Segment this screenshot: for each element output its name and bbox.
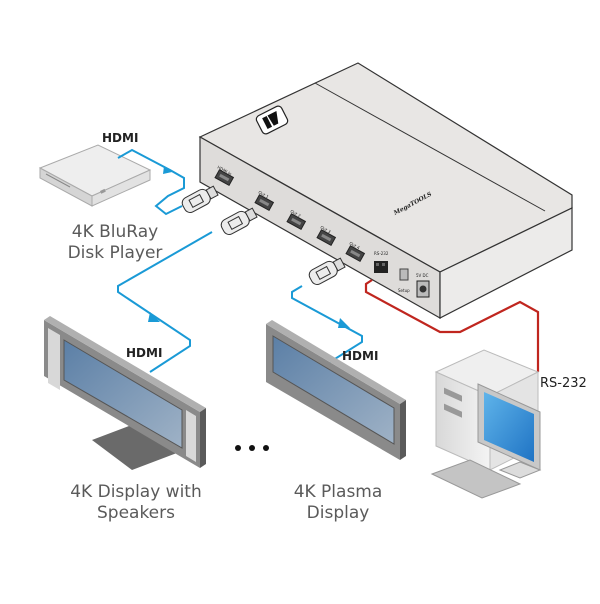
label-display1-line2: Speakers — [96, 503, 175, 523]
unit-top-seam — [314, 82, 546, 212]
label-bluray-line1: 4K BluRay — [71, 222, 159, 242]
central-unit: MegaTOOLS HDMI In Out 1 Ou — [198, 62, 573, 320]
pc-screen — [484, 392, 534, 462]
port-out-2 — [286, 213, 307, 231]
display-with-speakers — [44, 316, 206, 470]
label-display1-line1: 4K Display with — [70, 482, 202, 502]
unit-side-face — [439, 207, 573, 319]
label-bluray-line2: Disk Player — [67, 243, 163, 263]
setup-switch[interactable] — [399, 268, 409, 281]
port-out-3 — [316, 229, 337, 247]
port-out-1 — [254, 194, 275, 212]
label-display2-line2: Display — [306, 503, 370, 523]
label-display2: 4K Plasma Display — [278, 482, 398, 524]
hdmi-plug-out1 — [220, 207, 258, 235]
hdmi-plug-in — [181, 185, 219, 213]
port-label-5vdc: 5V DC — [416, 273, 429, 278]
port-hdmi-in — [214, 169, 235, 187]
label-bluray: 4K BluRay Disk Player — [50, 222, 180, 264]
kramer-logo-icon — [255, 105, 289, 135]
port-label-setup: Setup — [398, 288, 410, 293]
plasma-display — [266, 320, 406, 460]
cable-label-rs232: RS-232 — [540, 376, 587, 391]
cable-label-hdmi-display1: HDMI — [126, 346, 163, 360]
display2-screen — [272, 335, 395, 445]
cable-label-hdmi-bluray: HDMI — [102, 131, 139, 145]
bluray-player — [38, 144, 152, 207]
port-label-out-4: Out 4 — [349, 241, 362, 251]
arrow-icon — [163, 166, 172, 174]
cable-label-hdmi-display2: HDMI — [342, 349, 379, 363]
hdmi-plug-out4 — [308, 257, 346, 285]
keyboard — [430, 459, 522, 499]
arrow-icon — [338, 318, 350, 328]
port-out-4 — [345, 245, 366, 263]
pc-computer — [430, 349, 542, 499]
hdmi-cable-bluray-in — [117, 148, 185, 216]
hdmi-cable-out4-display2 — [291, 285, 363, 363]
port-label-rs232: RS-232 — [374, 251, 389, 256]
arrow-icon — [148, 312, 160, 322]
display1-screen — [63, 339, 183, 449]
port-label-out-1: Out 1 — [258, 190, 271, 200]
ellipsis — [235, 445, 269, 451]
rs232-cable — [364, 279, 540, 372]
port-label-out-3: Out 3 — [320, 225, 333, 235]
port-rs232-terminal — [374, 261, 388, 273]
label-display2-line1: 4K Plasma — [293, 482, 383, 502]
label-display1: 4K Display with Speakers — [56, 482, 216, 524]
power-jack — [416, 280, 430, 298]
port-label-out-2: Out 2 — [290, 209, 303, 219]
